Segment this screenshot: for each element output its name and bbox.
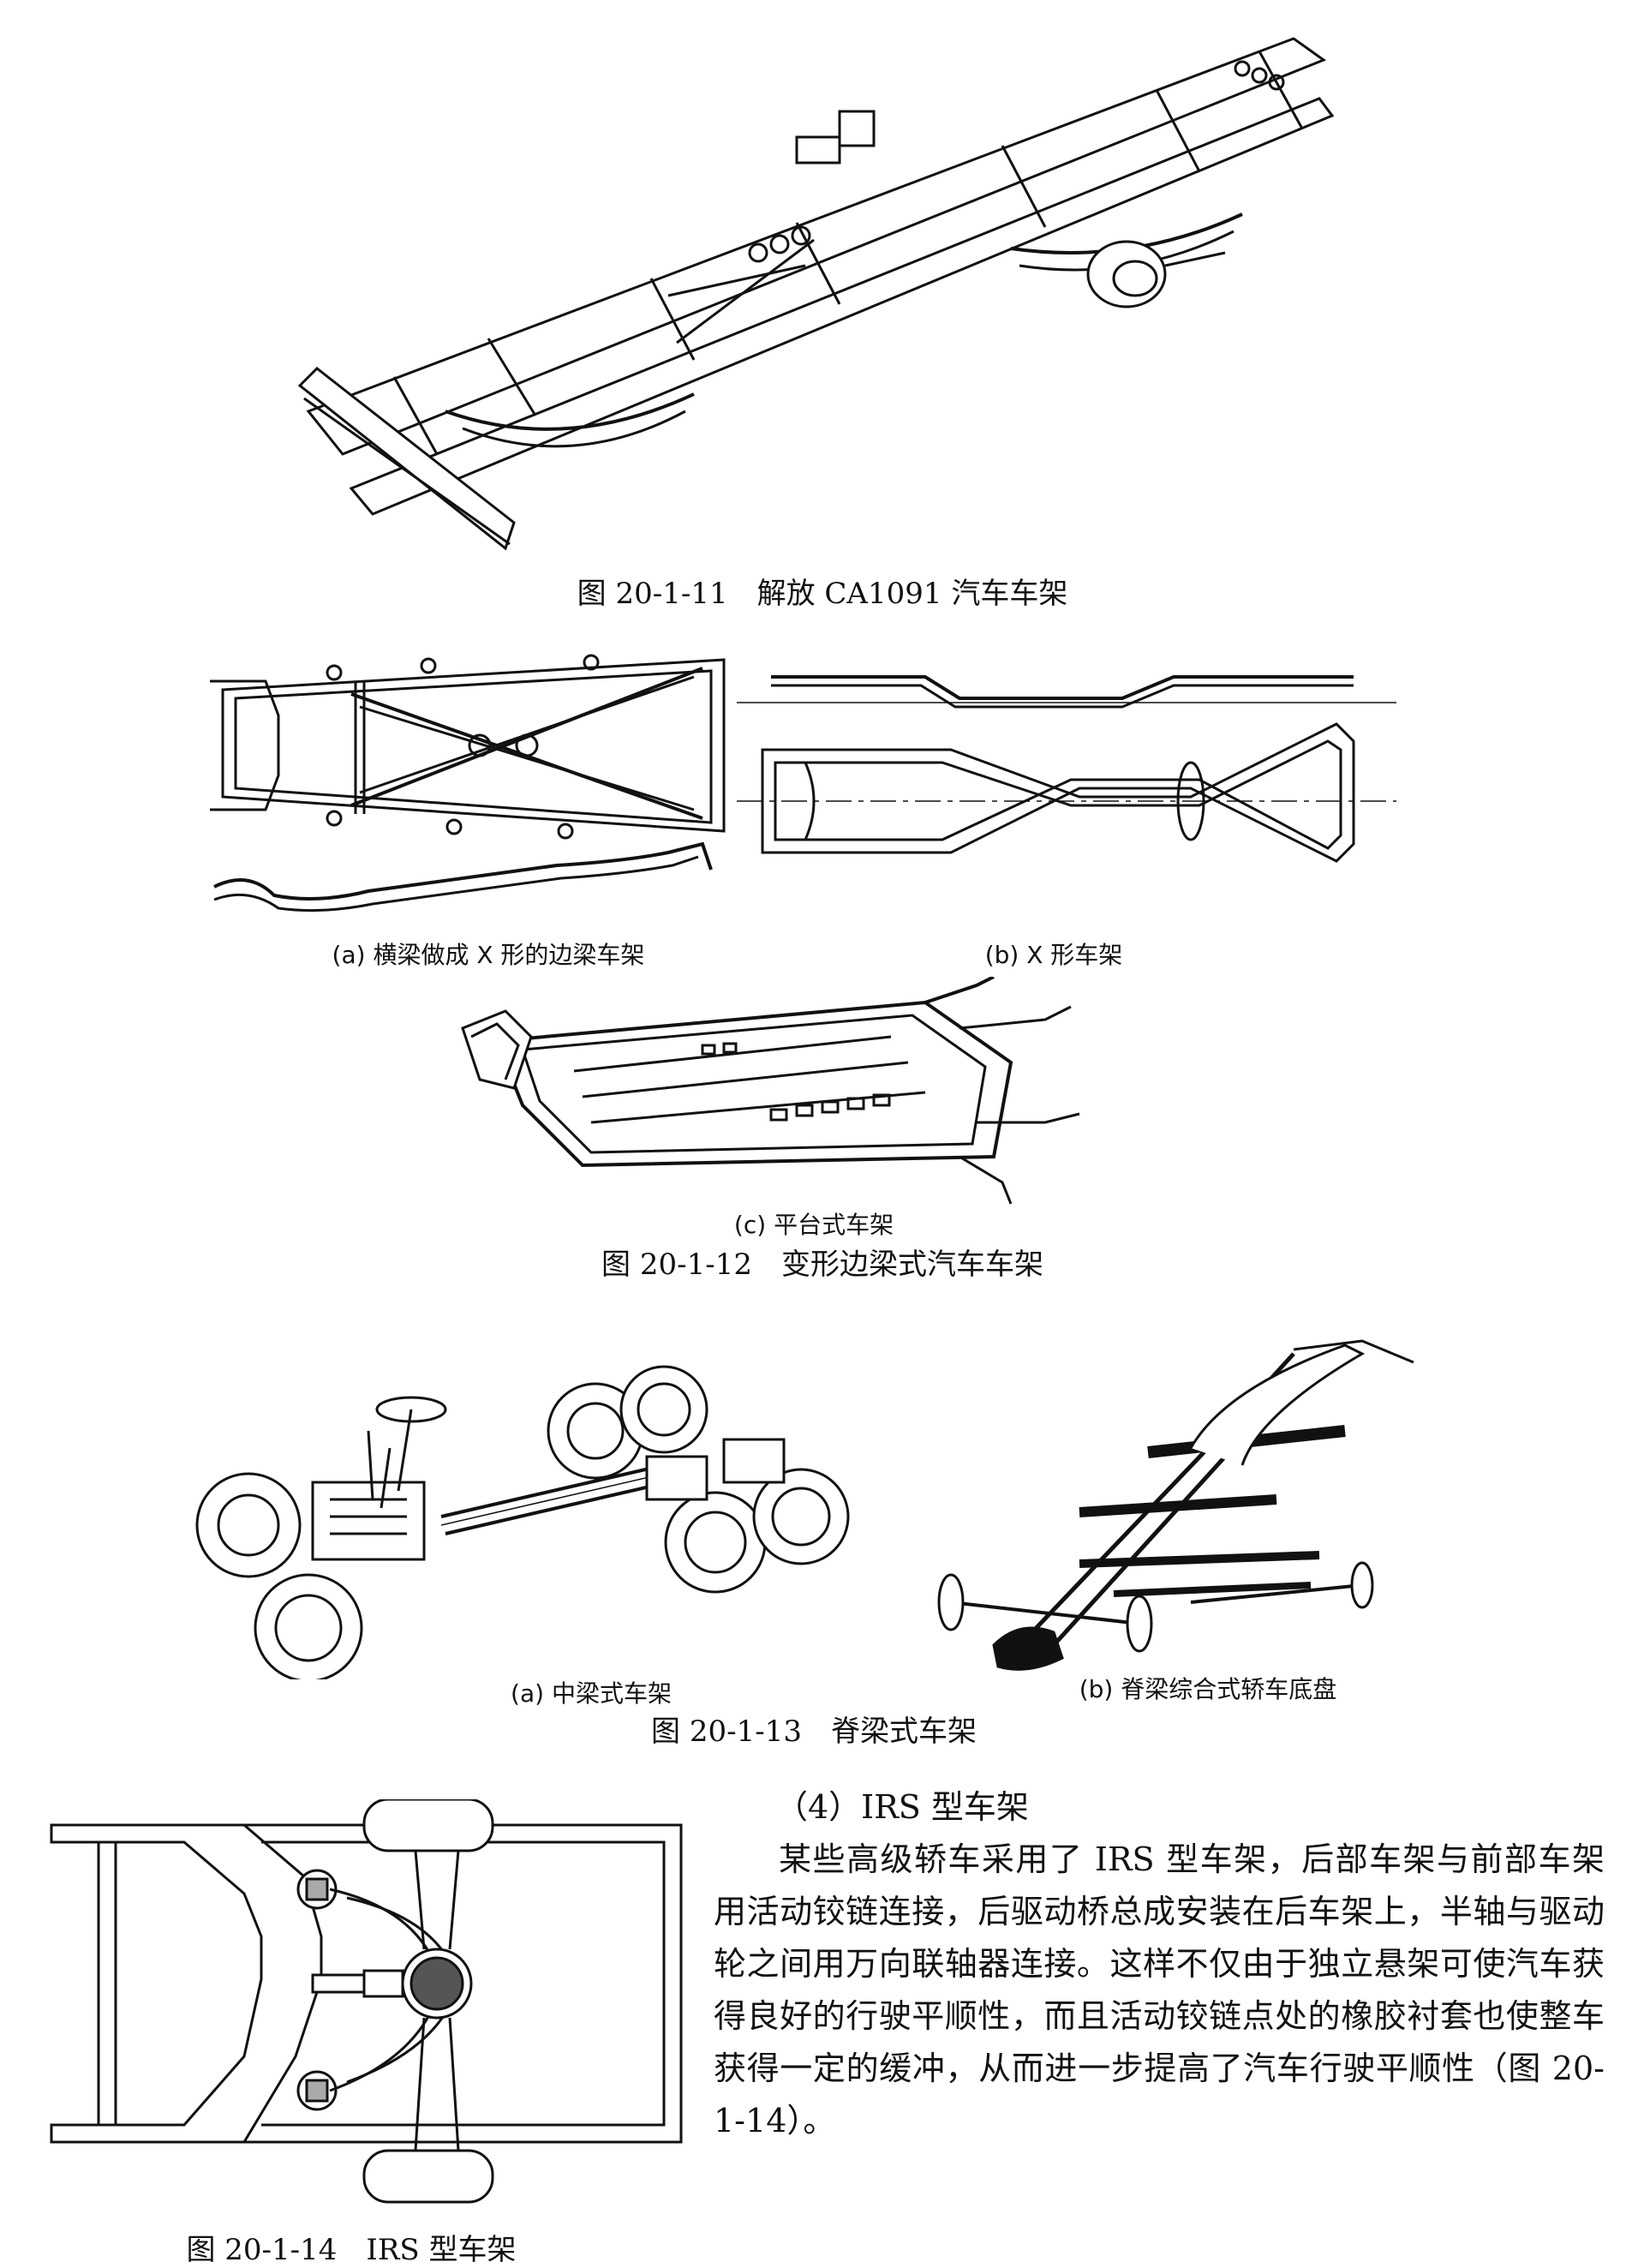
figure-20-1-11-caption: 图 20-1-11 解放 CA1091 汽车车架 xyxy=(577,577,1068,611)
section-paragraph: 某些高级轿车采用了 IRS 型车架，后部车架与前部车架用活动铰链连接，后驱动桥总… xyxy=(714,1840,1605,2139)
figure-20-1-13a-illustration xyxy=(184,1337,930,1679)
figure-20-1-13-caption: 图 20-1-13 脊梁式车架 xyxy=(651,1714,977,1749)
figure-20-1-14-caption: 图 20-1-14 IRS 型车架 xyxy=(186,2233,517,2267)
figure-20-1-12b-illustration xyxy=(737,655,1396,887)
figure-20-1-12a-illustration xyxy=(197,647,745,930)
figure-20-1-12b-subcaption: (b) X 形车架 xyxy=(984,941,1123,969)
section-body: 某些高级轿车采用了 IRS 型车架，后部车架与前部车架用活动铰链连接，后驱动桥总… xyxy=(714,1834,1605,2147)
figure-20-1-14-illustration xyxy=(47,1799,690,2211)
figure-20-1-13b-subcaption: (b) 脊梁综合式轿车底盘 xyxy=(1079,1675,1337,1703)
figure-20-1-12a-subcaption: (a) 横梁做成 X 形的边梁车架 xyxy=(332,941,645,969)
figure-20-1-12c-illustration xyxy=(445,977,1105,1208)
figure-20-1-13b-illustration xyxy=(934,1337,1431,1671)
figure-20-1-12c-subcaption: (c) 平台式车架 xyxy=(733,1211,894,1239)
section-heading: （4）IRS 型车架 xyxy=(775,1788,1029,1826)
figure-20-1-11-illustration xyxy=(291,9,1354,566)
figure-20-1-12-caption: 图 20-1-12 变形边梁式汽车车架 xyxy=(601,1248,1043,1282)
figure-20-1-13a-subcaption: (a) 中梁式车架 xyxy=(511,1679,672,1708)
